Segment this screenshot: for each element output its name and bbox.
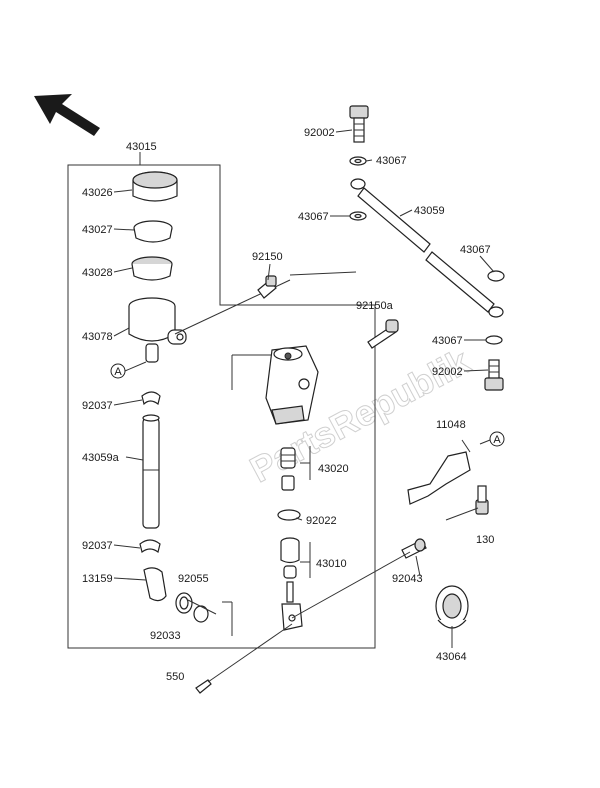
brake-hose[interactable]: [350, 178, 504, 318]
label-92150: 92150: [252, 251, 283, 263]
pin-92043[interactable]: [401, 538, 427, 559]
bolt-92150a[interactable]: [367, 319, 399, 349]
banjo-bolt-top[interactable]: [349, 105, 369, 143]
label-92150a: 92150a: [356, 300, 394, 312]
callout-marker-left: A: [110, 361, 147, 379]
front-direction-arrow-icon: [34, 94, 100, 136]
label-43010: 43010: [316, 558, 347, 570]
o-ring-92055[interactable]: [175, 592, 193, 614]
assembly-outline: [67, 152, 376, 649]
bracket-11048[interactable]: [407, 451, 471, 505]
label-130: 130: [476, 534, 494, 546]
reservoir-cap[interactable]: [132, 171, 178, 202]
reservoir-hose[interactable]: [142, 414, 160, 529]
label-92037-top: 92037: [82, 400, 113, 412]
label-92033: 92033: [150, 630, 181, 642]
label-92002-top: 92002: [304, 127, 335, 139]
label-43064: 43064: [436, 651, 467, 663]
label-43067-3: 43067: [460, 244, 491, 256]
label-92022: 92022: [306, 515, 337, 527]
label-11048: 11048: [436, 419, 466, 431]
leader-lines: [187, 446, 311, 615]
washer-3[interactable]: [487, 270, 505, 282]
label-43020: 43020: [318, 463, 349, 475]
label-43015: 43015: [126, 141, 157, 153]
label-43027: 43027: [82, 224, 113, 236]
banjo-bolt-bottom[interactable]: [484, 359, 504, 391]
hose-elbow[interactable]: [143, 567, 167, 602]
bolt-92150[interactable]: [257, 275, 277, 299]
callout-marker-right: A: [489, 431, 505, 447]
diaphragm[interactable]: [131, 256, 173, 281]
grommet-43064[interactable]: [435, 585, 469, 629]
label-leaders: [113, 129, 495, 648]
callout-marker-right-label: A: [493, 434, 501, 446]
clevis[interactable]: [281, 603, 303, 631]
washer-2[interactable]: [349, 211, 367, 221]
master-cylinder-body[interactable]: [265, 345, 319, 425]
push-rod-43010[interactable]: [280, 537, 300, 603]
washer-4[interactable]: [485, 335, 503, 345]
hose-clamp-top[interactable]: [141, 391, 161, 406]
callout-marker-left-label: A: [114, 366, 122, 378]
label-92055: 92055: [178, 573, 209, 585]
label-13159: 13159: [82, 573, 113, 585]
cotter-pin-550[interactable]: [195, 679, 212, 694]
label-43067-4: 43067: [432, 335, 463, 347]
label-43067-2: 43067: [298, 211, 329, 223]
label-550: 550: [166, 671, 184, 683]
washer-1[interactable]: [349, 156, 367, 166]
label-43026: 43026: [82, 187, 113, 199]
piston-43020[interactable]: [280, 447, 296, 491]
label-92037-bottom: 92037: [82, 540, 113, 552]
label-43067-1: 43067: [376, 155, 407, 167]
part-labels: 43015 43026 43027 43028 43078 92037 4305…: [82, 127, 494, 683]
label-92043: 92043: [392, 573, 423, 585]
label-43059a: 43059a: [82, 452, 120, 464]
circlip-92022[interactable]: [277, 509, 301, 521]
label-43028: 43028: [82, 267, 113, 279]
hose-clamp-bottom[interactable]: [139, 539, 161, 554]
label-43078: 43078: [82, 331, 113, 343]
label-43059: 43059: [414, 205, 445, 217]
label-92002-bottom: 92002: [432, 366, 463, 378]
reservoir-body[interactable]: [128, 279, 291, 363]
cap-plate[interactable]: [133, 220, 173, 243]
bolt-130[interactable]: [475, 485, 489, 515]
